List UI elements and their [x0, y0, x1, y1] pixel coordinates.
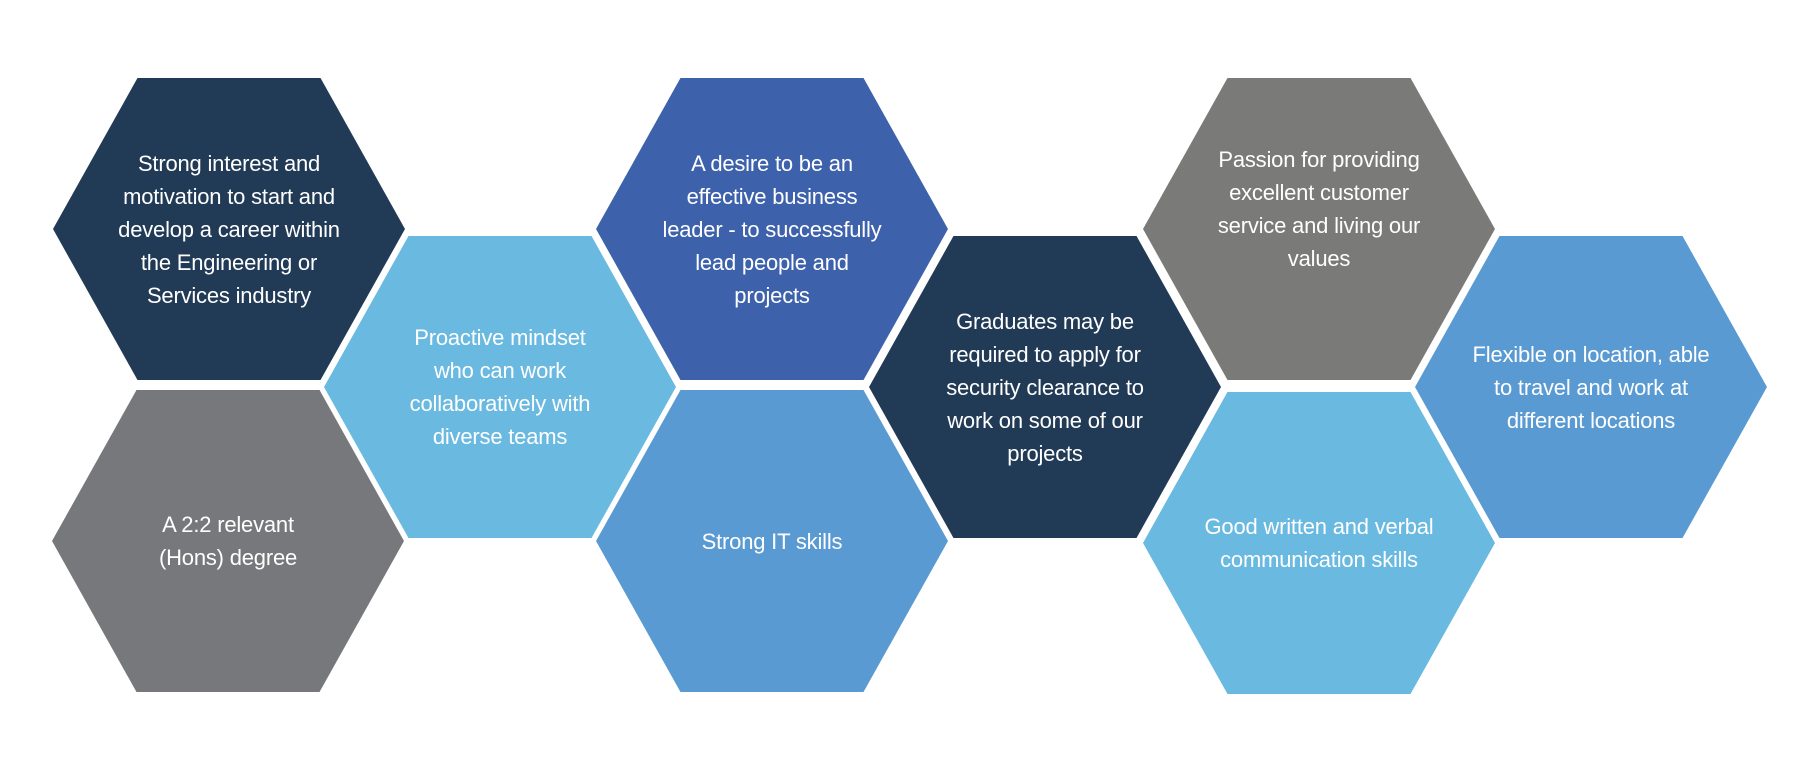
hexagon-text: Strong IT skills — [701, 528, 843, 554]
hexagon-security-clearance: Graduates may be required to apply for s… — [869, 236, 1221, 538]
hexagon-it-skills: Strong IT skills — [596, 390, 948, 692]
hexagon-text: Passion for providing excellent customer… — [1217, 147, 1421, 271]
hexagon-proactive-mindset: Proactive mindset who can work collabora… — [324, 236, 676, 538]
hexagon-customer-service: Passion for providing excellent customer… — [1143, 78, 1495, 380]
hexagon-text: Proactive mindset who can work collabora… — [409, 325, 591, 449]
hexagon-text: Graduates may be required to apply for s… — [946, 308, 1144, 466]
hexagon-text: Strong interest and motivation to start … — [118, 150, 340, 308]
hexagon-business-leader: A desire to be an effective business lea… — [596, 78, 948, 380]
hexagon-text: A 2:2 relevant (Hons) degree — [158, 512, 298, 570]
hexagon-communication-skills: Good written and verbal communication sk… — [1143, 392, 1495, 694]
hexagon-degree: A 2:2 relevant (Hons) degree — [52, 390, 404, 692]
hexagon-flexible-location: Flexible on location, able to travel and… — [1415, 236, 1767, 538]
hexagon-text: Good written and verbal communication sk… — [1204, 514, 1434, 572]
hexagon-career-interest: Strong interest and motivation to start … — [53, 78, 405, 380]
hexagon-text: Flexible on location, able to travel and… — [1472, 341, 1710, 433]
hexagon-text: A desire to be an effective business lea… — [662, 150, 882, 308]
